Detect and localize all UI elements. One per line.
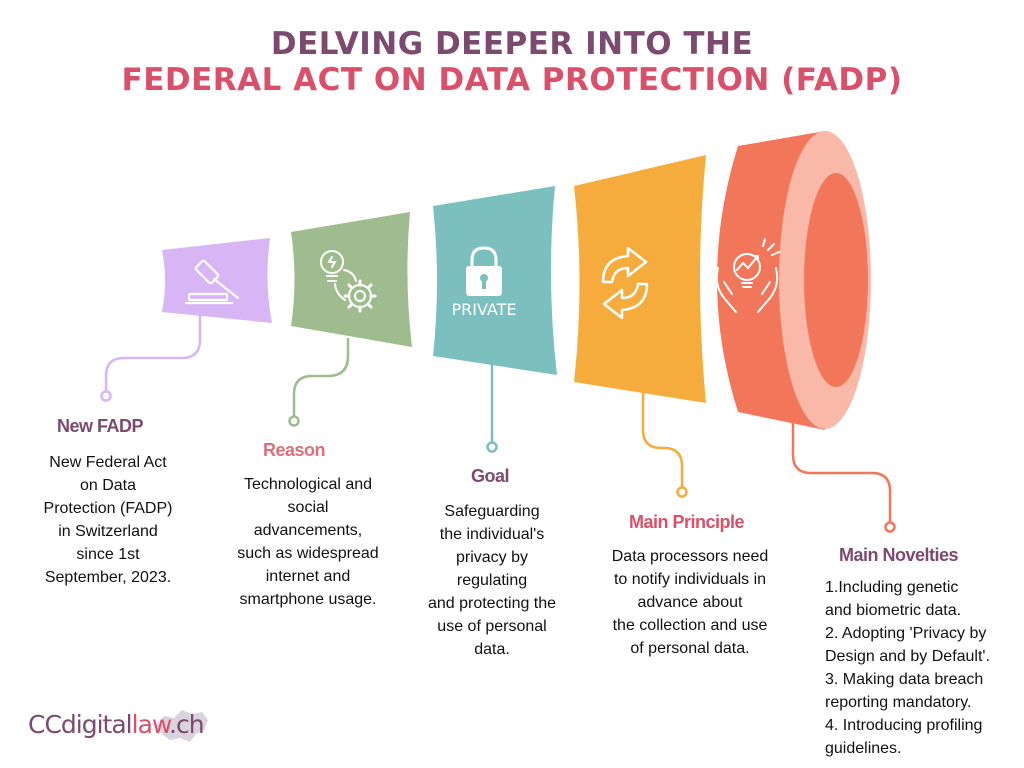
text-line: social: [287, 499, 329, 516]
step-title-goal: Goal: [471, 466, 510, 486]
text-line: since 1st: [76, 546, 140, 563]
text-line: such as widespread: [237, 545, 379, 562]
text-line: privacy by: [455, 549, 529, 566]
text-line: 2. Adopting 'Privacy by: [825, 625, 987, 642]
text-line: advancements,: [253, 522, 363, 539]
step-body-new-fadp: New Federal Act on Data Protection (FADP…: [33, 451, 183, 589]
connector-dot-new-fadp: [100, 390, 112, 402]
connector-new-fadp: [104, 312, 202, 391]
private-label: PRIVATE: [452, 300, 517, 319]
refresh-arrows-icon: [601, 246, 649, 320]
text-line: internet and: [265, 568, 351, 585]
text-line: smartphone usage.: [239, 591, 377, 608]
text-line: 4. Introducing profiling: [825, 717, 983, 734]
connector-reason: [292, 338, 350, 416]
step-body-main-novelties: 1.Including genetic and biometric data. …: [825, 576, 1015, 760]
gavel-icon: [184, 259, 240, 305]
text-line: on Data: [79, 477, 137, 494]
text-line: of personal data.: [630, 640, 750, 657]
connector-dot-main-principle: [676, 486, 688, 498]
step-title-main-principle: Main Principle: [629, 512, 745, 532]
logo-cc: CC: [28, 710, 62, 739]
logo-law: law: [131, 710, 170, 739]
text-line: 1.Including genetic: [825, 579, 959, 596]
text-line: and protecting the: [427, 595, 557, 612]
text-line: regulating: [456, 572, 528, 589]
text-line: Design and by Default'.: [825, 648, 990, 665]
text-line: reporting mandatory.: [825, 694, 972, 711]
title-line-2: FEDERAL ACT ON DATA PROTECTION (FADP): [121, 62, 903, 98]
title-line-1: DELVING DEEPER INTO THE: [270, 26, 754, 62]
connector-dot-main-novelties: [884, 521, 896, 533]
text-line: advance about: [637, 594, 743, 611]
step-title-reason: Reason: [263, 440, 326, 460]
text-line: Safeguarding: [444, 503, 540, 520]
text-line: Technological and: [243, 476, 373, 493]
cylinder-opening: [804, 173, 868, 387]
step-body-goal: Safeguarding the individual's privacy by…: [412, 500, 572, 661]
text-line: data.: [474, 641, 510, 658]
text-line: to notify individuals in: [613, 571, 767, 588]
logo-digital: digital: [60, 710, 133, 739]
logo: CCdigitallaw.ch: [28, 710, 205, 739]
text-line: Data processors need: [611, 548, 769, 565]
text-line: New Federal Act: [49, 454, 167, 471]
step-body-main-principle: Data processors need to notify individua…: [600, 545, 780, 660]
text-line: 3. Making data breach: [825, 671, 984, 688]
text-line: the individual's: [439, 526, 545, 543]
text-line: use of personal: [437, 618, 547, 635]
hands-bulb-icon: [715, 238, 780, 313]
step-title-new-fadp: New FADP: [57, 416, 144, 436]
lightbulb-gear-icon: [320, 250, 377, 313]
logo-ch: .ch: [169, 710, 205, 739]
text-line: September, 2023.: [44, 569, 172, 586]
text-line: Protection (FADP): [43, 500, 173, 517]
padlock-icon: [466, 246, 502, 296]
step-body-reason: Technological and social advancements, s…: [228, 473, 388, 611]
connector-main-principle: [641, 392, 684, 487]
step-title-main-novelties: Main Novelties: [839, 545, 959, 565]
funnel-segment-main-principle: [574, 155, 706, 403]
connector-main-novelties: [791, 420, 892, 522]
text-line: in Switzerland: [58, 523, 158, 540]
text-line: and biometric data.: [825, 602, 962, 619]
funnel-segment-reason: [291, 212, 412, 347]
connector-dot-reason: [288, 415, 300, 427]
connector-dot-goal: [486, 441, 498, 453]
text-line: guidelines.: [825, 740, 902, 757]
switzerland-map-icon: [156, 710, 208, 742]
text-line: the collection and use: [612, 617, 768, 634]
